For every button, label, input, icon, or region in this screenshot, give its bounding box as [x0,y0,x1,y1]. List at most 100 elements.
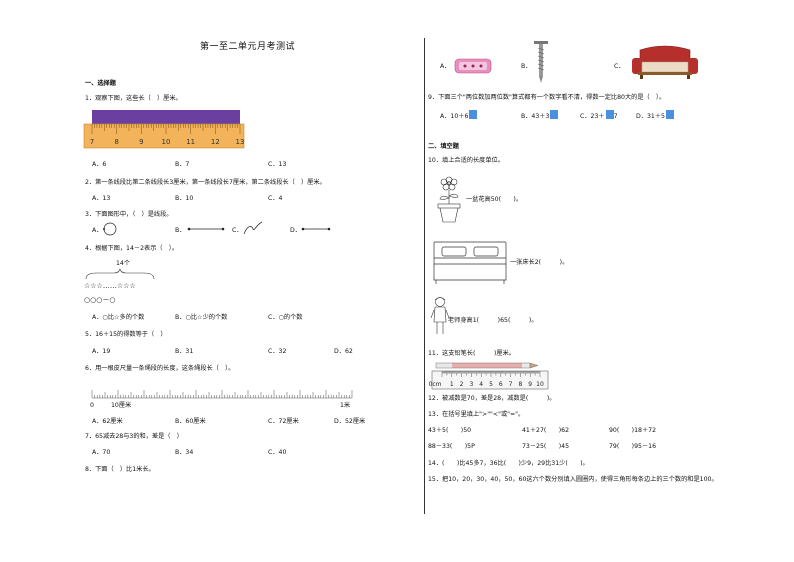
q4-option-c[interactable]: C．○的个数 [268,314,303,321]
compare-4[interactable]: 88－33( )5P [428,443,475,450]
q5-option-b[interactable]: B．31 [175,348,194,355]
ruler-label: 12 [211,138,220,146]
compare-3[interactable]: 90( )18＋72 [609,427,657,434]
ruler-label: 7 [90,138,94,146]
stars-row: ☆☆☆……☆☆☆ [84,282,136,290]
column-divider [424,38,425,514]
ruler-label: 11 [186,138,195,146]
q2-option-a[interactable]: A．13 [92,195,111,202]
q9-option-c-tail: 7 [613,113,618,120]
blurred-digit-square [665,110,674,119]
ruler-label: 7 [509,381,513,388]
q8-option-a[interactable]: A． [440,63,451,70]
section-heading-fill: 二、填空题 [428,143,459,150]
ruler-label: 1 [450,381,454,388]
ruler-label: 10 [162,138,171,146]
ruler-label: 5 [489,381,493,388]
question-13: 13．在括号里填上">""<"或"="。 [428,411,525,418]
blurred-digit-square [605,110,614,119]
q6-option-d[interactable]: D．52厘米 [334,418,366,425]
sofa-icon [632,45,698,79]
teacher-height-line: 老师身高1( )65( )。 [448,317,538,324]
q9-option-d[interactable]: D．31＋5 [636,110,674,120]
segment-figure [187,227,225,231]
ruler-label: 9 [139,138,143,146]
ruler-label: 6 [499,381,503,388]
q1-option-b[interactable]: B．7 [175,161,190,168]
question-8: 8．下面（ ）比1米长。 [85,466,155,473]
q9-option-a-label: A．10＋6 [440,113,469,120]
q3-option-b[interactable]: B． [175,227,186,234]
question-2: 2．第一条线段比第二条线段长3厘米，第一条线段长7厘米，第二条线段长（ ）厘米。 [85,179,326,186]
nail-icon [534,41,548,83]
question-9: 9．下面三个"两位数加两位数"算式都有一个数字看不清，得数一定比80大的是（ ）… [428,94,666,101]
page-title: 第一至二单元月考测试 [200,42,296,52]
brace-label: 14个 [116,260,131,267]
question-1: 1．观察下图，这些长（ ）厘米。 [85,95,182,102]
ruler-label: 2 [460,381,464,388]
q7-option-b[interactable]: B．34 [175,449,194,456]
ruler-label: 8 [114,138,118,146]
blurred-digit-square [550,110,559,119]
tape-label-10cm: 10厘米 [111,402,132,409]
q5-option-d[interactable]: D．62 [334,348,353,355]
q9-option-b[interactable]: B．43＋3 [521,110,559,120]
q5-option-a[interactable]: A．19 [92,348,111,355]
tape-label-0: 0 [90,402,94,409]
question-12: 12．被减数是70，差是28，减数是( )。 [428,395,556,402]
q6-option-c[interactable]: C．72厘米 [268,418,299,425]
ray-figure [301,227,331,231]
q2-option-c[interactable]: C．4 [268,195,283,202]
question-14: 14．( )比45多7，36比( )少9，29比31少( )。 [428,460,589,467]
ruler-label: 0cm [429,381,442,388]
q9-option-b-label: B．43＋3 [521,113,550,120]
question-5: 5．16＋15的得数等于（ ） [85,331,167,338]
question-4: 4．根据下图，14－2表示（ ）。 [85,245,179,252]
question-6: 6．用一根皮尺量一条绳段的长度，这条绳段长（ ）。 [85,365,235,372]
q4-option-b[interactable]: B．○比☆少的个数 [175,314,228,321]
ruler-label: 9 [528,381,532,388]
tape-measure-figure [91,390,353,399]
bed-icon [433,241,507,284]
q7-option-c[interactable]: C．40 [268,449,287,456]
ruler-label: 13 [236,138,245,146]
question-15: 15．把10，20，30，40，50，60这六个数分别填入圆圈内，使得三角形每条… [428,476,718,483]
flower-pot-icon [437,176,461,223]
bed-length-line: 一张床长2( )。 [510,259,569,266]
q9-option-a[interactable]: A．10＋6 [440,110,478,120]
ruler-label: 4 [479,381,483,388]
curve-figure [243,221,263,235]
blurred-digit-square [469,110,478,119]
q9-option-d-label: D．31＋5 [636,113,665,120]
question-7: 7．65减去28与3的和，差是（ ） [85,433,183,440]
q3-option-c[interactable]: C． [232,227,243,234]
q5-option-c[interactable]: C．32 [268,348,287,355]
q2-option-b[interactable]: B．10 [175,195,194,202]
q1-option-c[interactable]: C．13 [268,161,287,168]
circles-row: ○○○－○ [84,296,116,304]
pencil-case-icon [454,58,492,74]
q8-option-b[interactable]: B． [521,63,532,70]
compare-5[interactable]: 73－25( )45 [522,443,570,450]
question-10: 10．填上合适的长度单位。 [428,157,504,164]
q9-option-c[interactable]: C．23＋7 [580,110,618,120]
compare-6[interactable]: 79( )95－16 [609,443,657,450]
q1-option-a[interactable]: A．6 [92,161,107,168]
q6-option-a[interactable]: A．62厘米 [92,418,123,425]
teacher-icon [430,297,450,334]
ruler-label: 3 [469,381,473,388]
q3-option-a[interactable]: A． [92,227,103,234]
q7-option-a[interactable]: A．70 [92,449,111,456]
brace [85,268,155,280]
q8-option-c[interactable]: C． [614,63,625,70]
ruler-label: 8 [518,381,522,388]
tape-label-1m: 1米 [340,402,351,409]
ruler-label: 10 [536,381,544,388]
ruler-figure: 7 8 9 10 11 12 13 [83,110,245,149]
compare-2[interactable]: 41＋27( )62 [522,427,570,434]
compare-1[interactable]: 43＋5( )50 [428,427,472,434]
q4-option-a[interactable]: A．○比☆多的个数 [92,314,145,321]
q3-option-d[interactable]: D． [290,227,301,234]
q6-option-b[interactable]: B．60厘米 [175,418,206,425]
